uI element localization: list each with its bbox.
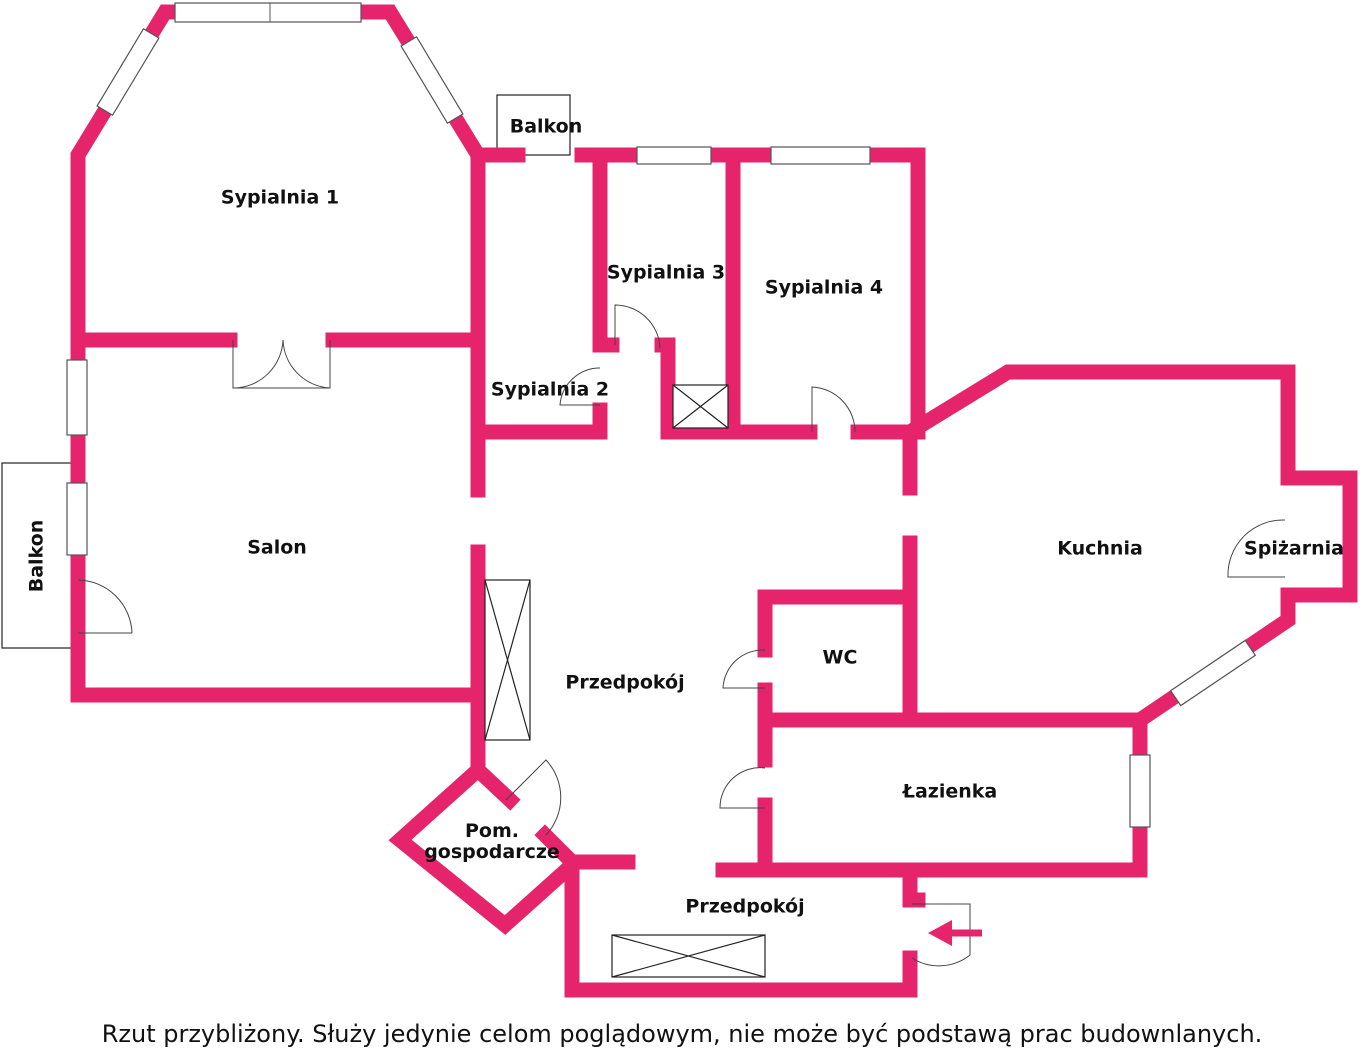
room-label-balkon-top: Balkon: [509, 115, 583, 138]
room-label-pom-line1: Pom.: [465, 820, 519, 842]
wardrobes: [484, 384, 766, 978]
room-label-pom-gospodarcze: Pom. gospodarcze: [424, 821, 560, 863]
walls: [70, 4, 1358, 998]
room-label-salon: Salon: [247, 536, 307, 559]
doors: [77, 304, 1286, 967]
room-label-sypialnia-2: Sypialnia 2: [490, 378, 610, 401]
room-label-balkon-left: Balkon: [25, 519, 48, 593]
room-label-sypialnia-1: Sypialnia 1: [220, 186, 340, 209]
windows: [66, 2, 1257, 828]
balcony-left: [1, 462, 73, 649]
room-label-sypialnia-3: Sypialnia 3: [606, 261, 726, 284]
entrance-arrow-icon: [928, 920, 982, 946]
room-label-spizarnia: Spiżarnia: [1244, 537, 1344, 560]
balcony-top: [496, 94, 571, 156]
room-label-lazienka: Łazienka: [902, 780, 998, 803]
room-label-wc: WC: [822, 646, 858, 669]
room-label-kuchnia: Kuchnia: [1057, 537, 1143, 560]
room-label-przedpokoj-main: Przedpokój: [565, 671, 685, 694]
room-label-pom-line2: gospodarcze: [424, 841, 560, 863]
room-label-sypialnia-4: Sypialnia 4: [764, 276, 884, 299]
room-label-przedpokoj-entrance: Przedpokój: [685, 895, 805, 918]
disclaimer-footer: Rzut przybliżony. Służy jedynie celom po…: [101, 1020, 1263, 1048]
